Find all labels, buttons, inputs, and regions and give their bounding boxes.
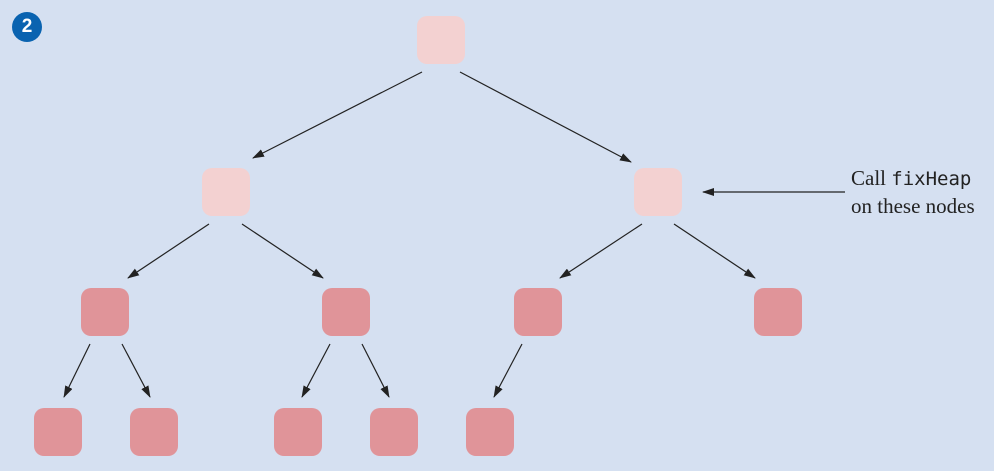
tree-edge-arrow bbox=[241, 223, 324, 279]
tree-edge-arrow bbox=[301, 343, 331, 398]
tree-edge-arrow bbox=[252, 71, 423, 159]
tree-edge-arrow bbox=[673, 223, 756, 279]
heap-node-to-fix bbox=[634, 168, 682, 216]
tree-edge-arrow bbox=[121, 343, 151, 398]
heap-node bbox=[34, 408, 82, 456]
step-badge: 2 bbox=[12, 12, 42, 42]
heap-node bbox=[130, 408, 178, 456]
tree-edge-arrow bbox=[559, 223, 643, 279]
heap-node bbox=[274, 408, 322, 456]
tree-edge-arrow bbox=[361, 343, 390, 398]
heap-node bbox=[514, 288, 562, 336]
callout-text: Call fixHeap on these nodes bbox=[851, 165, 975, 220]
heap-node bbox=[81, 288, 129, 336]
heap-node bbox=[466, 408, 514, 456]
callout-method: fixHeap bbox=[891, 168, 972, 190]
tree-edge-arrow bbox=[459, 71, 632, 163]
heap-node bbox=[370, 408, 418, 456]
heap-node bbox=[322, 288, 370, 336]
callout-prefix: Call bbox=[851, 166, 892, 190]
heap-node-to-fix bbox=[417, 16, 465, 64]
tree-edge-arrow bbox=[127, 223, 210, 279]
heap-node-to-fix bbox=[202, 168, 250, 216]
tree-edge-arrow bbox=[493, 343, 523, 398]
callout-line2: on these nodes bbox=[851, 194, 975, 218]
heap-node bbox=[754, 288, 802, 336]
tree-edge-arrow bbox=[63, 343, 91, 398]
